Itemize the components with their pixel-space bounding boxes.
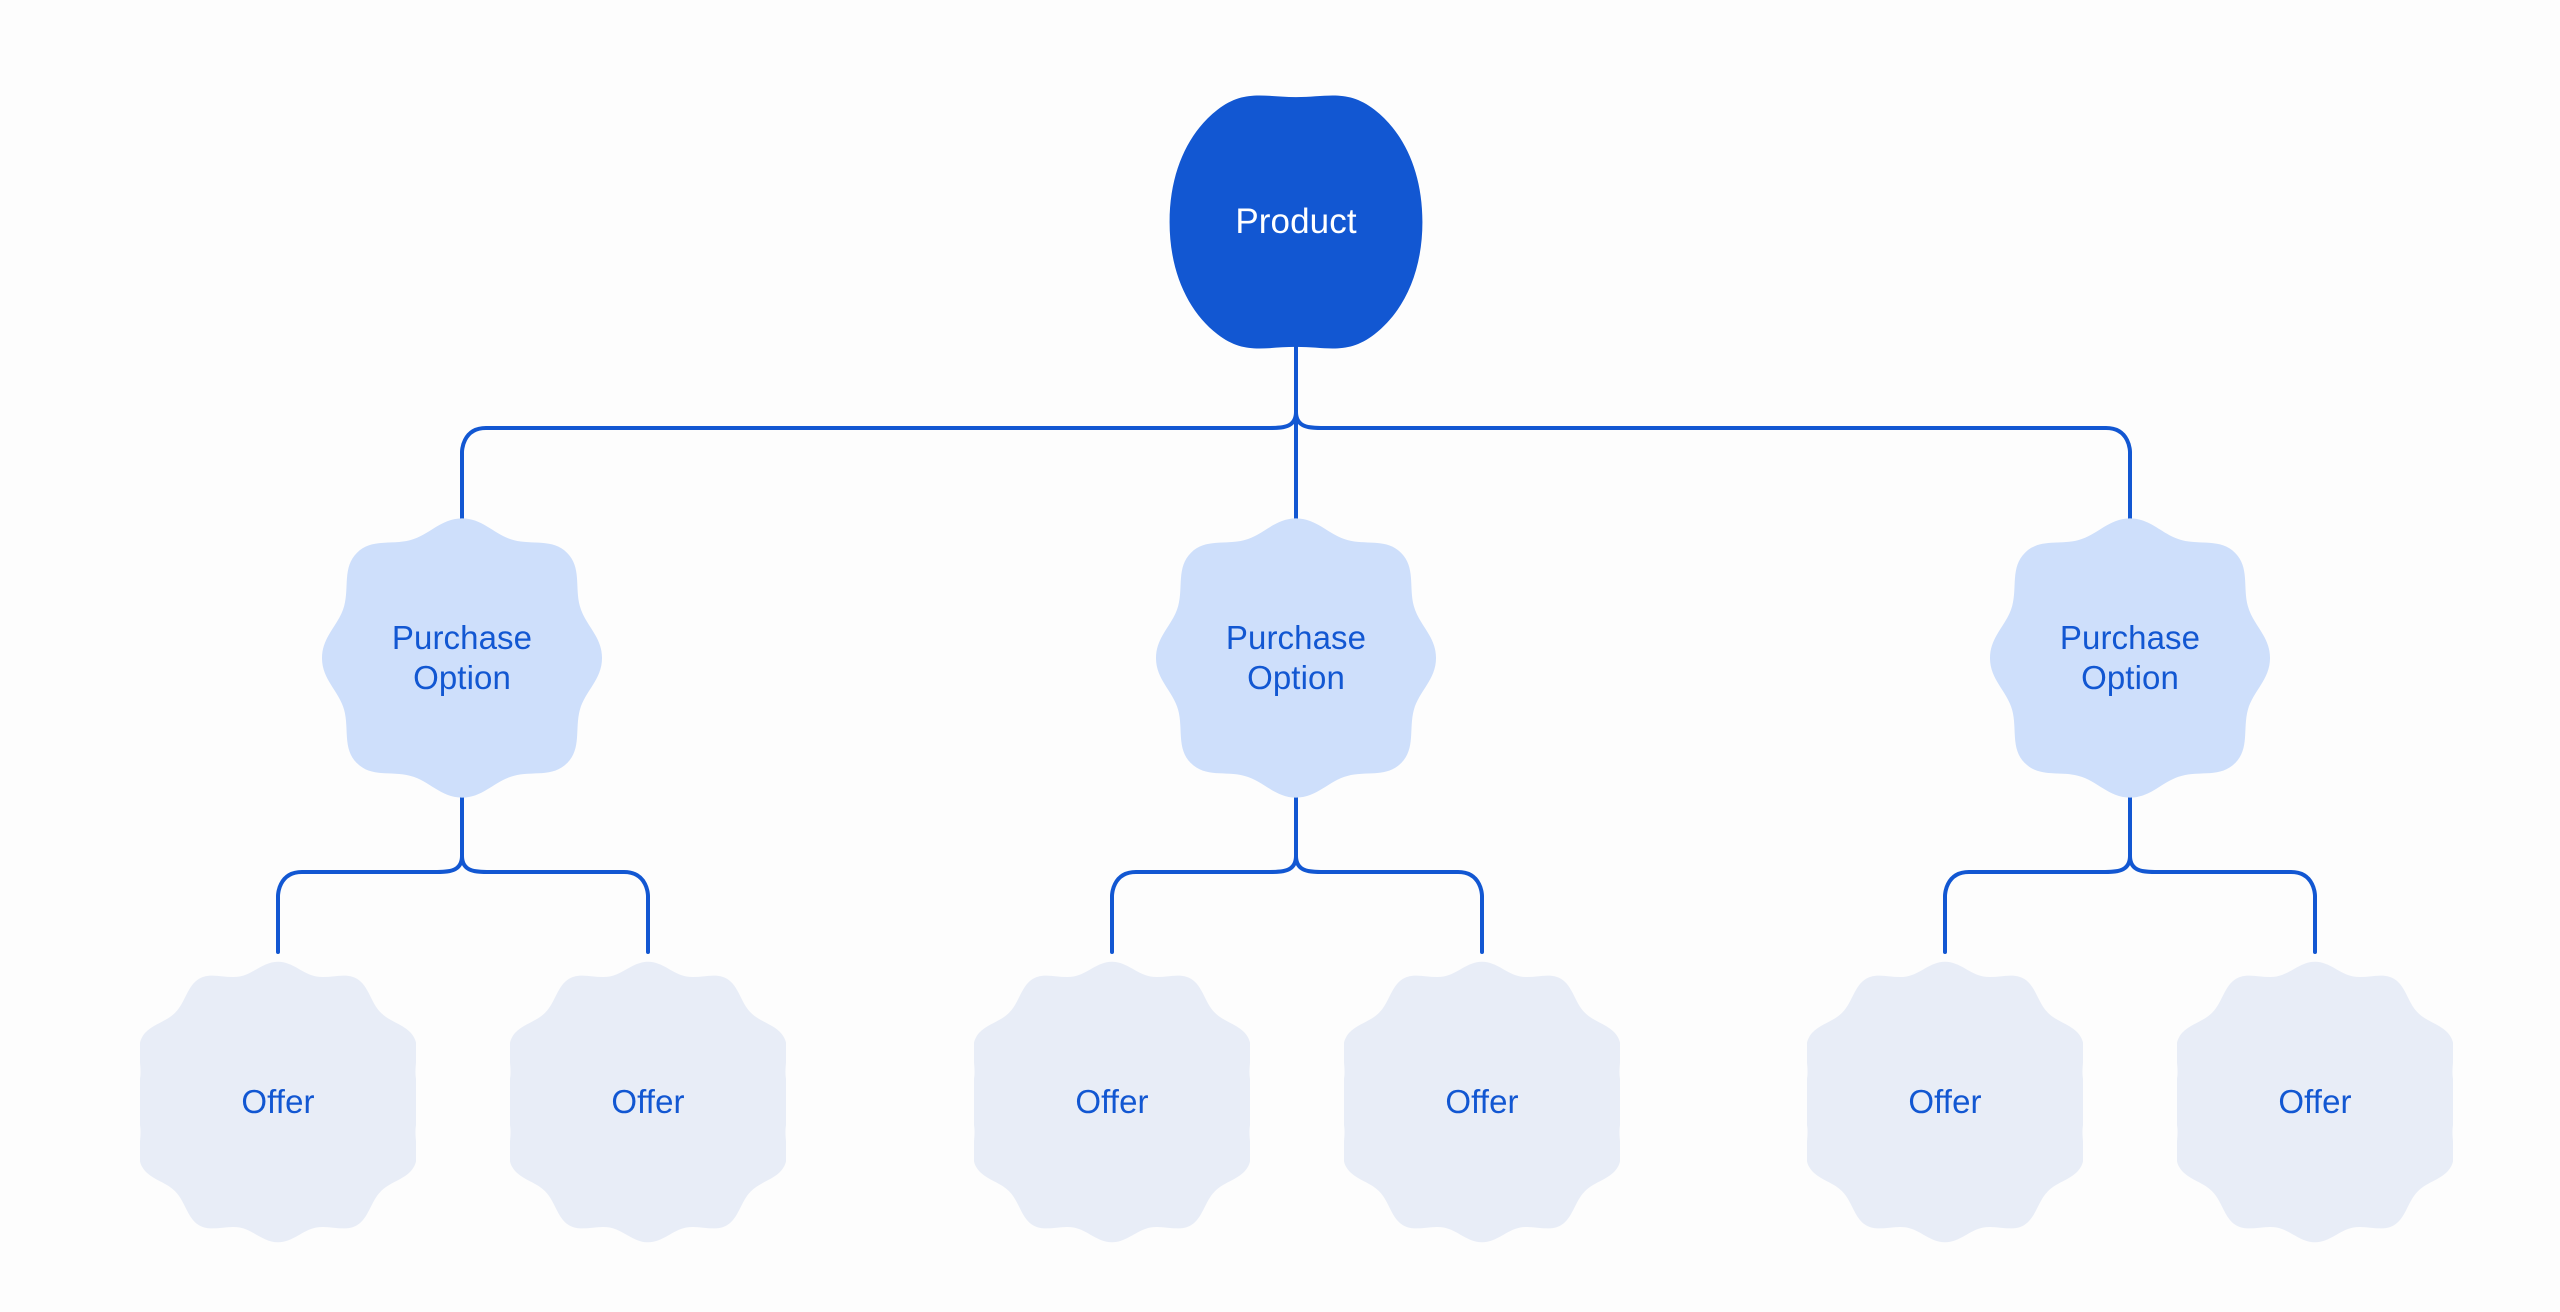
edge-option-1-to-offer-2 [460,854,650,954]
edge-product-to-option-3 [1294,410,2132,522]
edge-option-2-to-offer-4 [1294,854,1484,954]
node-offer-1[interactable]: Offer [140,960,416,1244]
node-offer-3-label: Offer [1075,1082,1149,1120]
node-offer-6-label: Offer [2278,1082,2352,1120]
node-purchase-option-3[interactable]: Purchase Option [1988,517,2272,799]
edge-product-to-option-1 [460,410,1298,522]
offer-scallop-shape [2177,961,2453,1243]
node-purchase-option-3-label: Purchase Option [2059,618,2201,696]
edges-product-to-options [460,344,2132,522]
node-purchase-option-1[interactable]: Purchase Option [320,517,604,799]
node-offer-5-label: Offer [1908,1082,1982,1120]
edge-option-3-to-offer-5 [1943,854,2132,954]
purchase-option-scallop-shape [1989,518,2271,798]
node-purchase-option-2-label: Purchase Option [1225,618,1367,696]
node-offer-4-label: Offer [1445,1082,1519,1120]
node-offer-4[interactable]: Offer [1344,960,1620,1244]
edges-option-1-to-offers [276,793,650,954]
node-offer-2[interactable]: Offer [510,960,786,1244]
node-offer-1-label: Offer [241,1082,315,1120]
offer-scallop-shape [510,961,786,1243]
node-product[interactable]: Product [1167,94,1425,350]
purchase-option-scallop-shape [1155,518,1437,798]
offer-scallop-shape [1344,961,1620,1243]
node-purchase-option-1-label: Purchase Option [391,618,533,696]
node-offer-6[interactable]: Offer [2177,960,2453,1244]
edge-option-2-to-offer-3 [1110,854,1298,954]
offer-scallop-shape [1807,961,2083,1243]
offer-scallop-shape [140,961,416,1243]
node-offer-2-label: Offer [611,1082,685,1120]
node-purchase-option-2[interactable]: Purchase Option [1154,517,1438,799]
purchase-option-scallop-shape [321,518,603,798]
edges-option-3-to-offers [1943,793,2317,954]
node-offer-3[interactable]: Offer [974,960,1250,1244]
node-product-label: Product [1235,201,1357,241]
product-blob-shape [1169,95,1423,349]
edges-option-2-to-offers [1110,793,1484,954]
node-offer-5[interactable]: Offer [1807,960,2083,1244]
edge-option-1-to-offer-1 [276,854,464,954]
offer-scallop-shape [974,961,1250,1243]
edge-option-3-to-offer-6 [2128,854,2317,954]
